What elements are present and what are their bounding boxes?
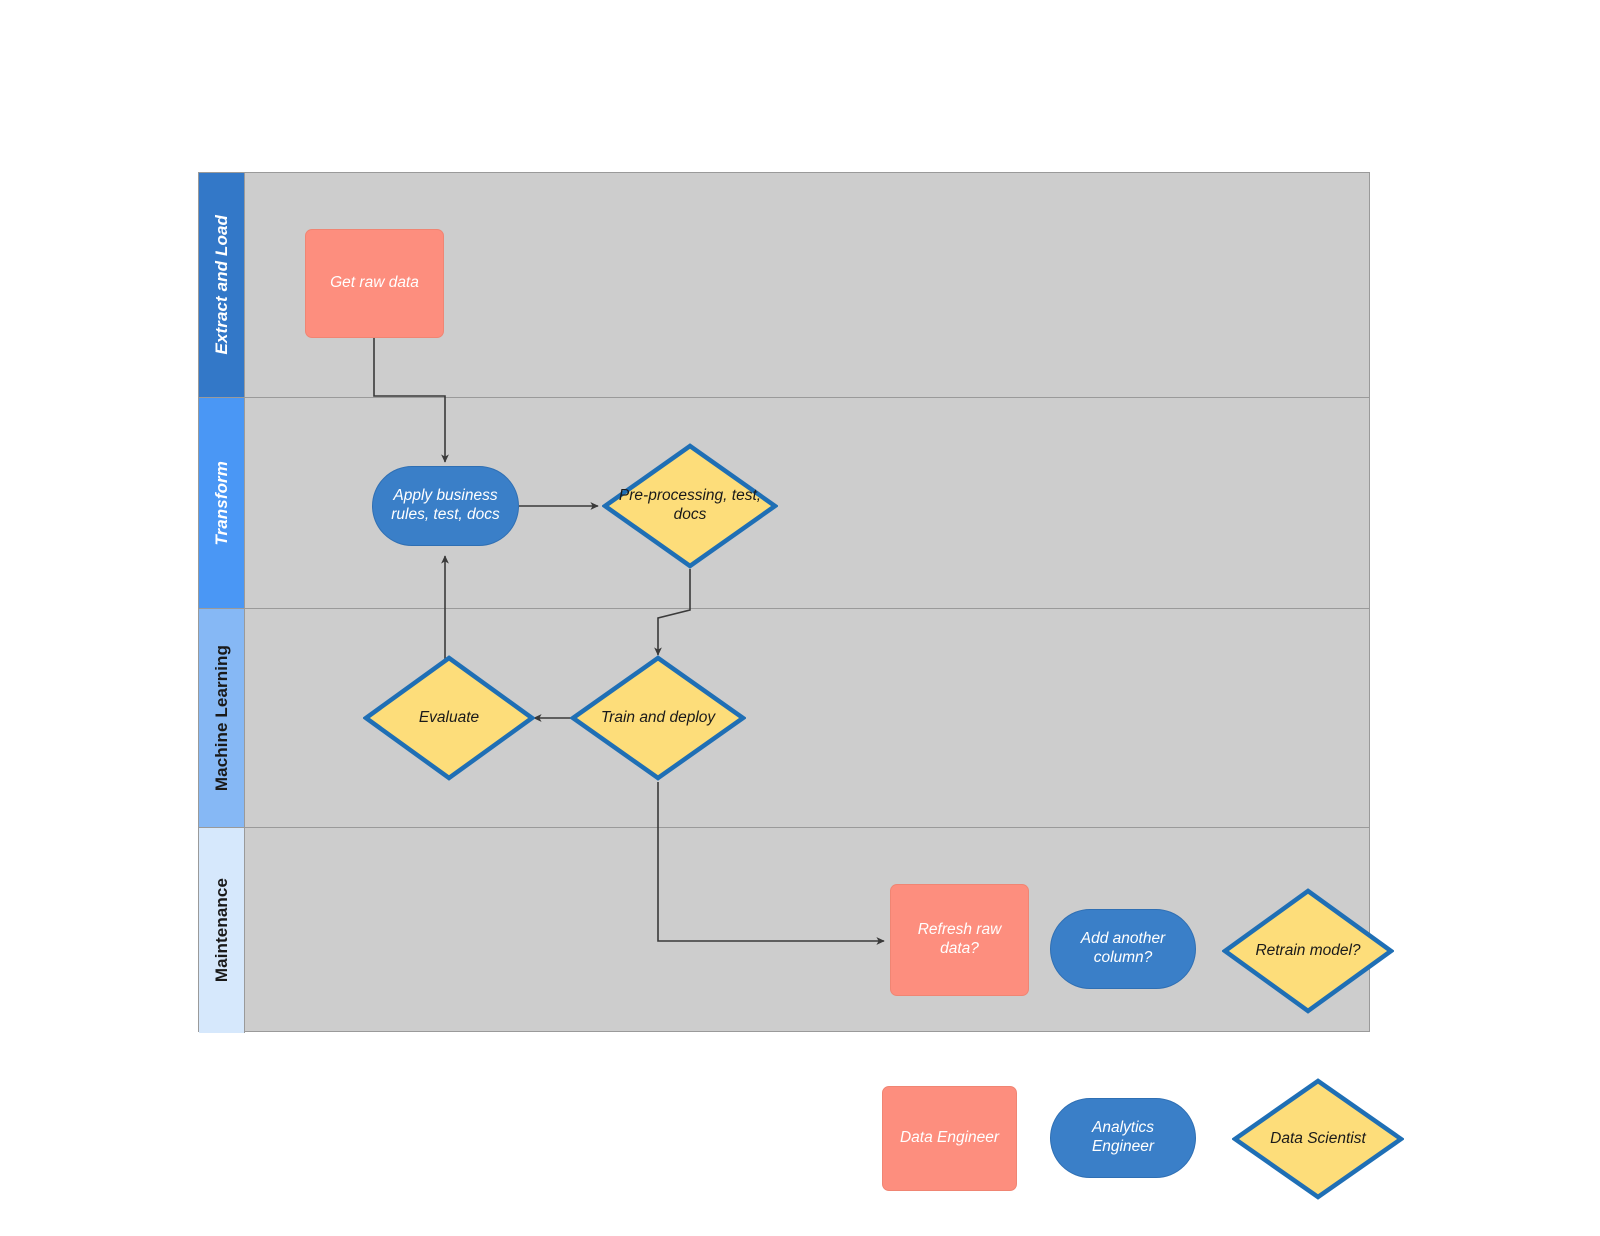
node-label-add-another-column: Add another column? (1080, 930, 1166, 966)
lane-label-extract-and-load: Extract and Load (211, 215, 231, 355)
lane-header-maintenance[interactable]: Maintenance (199, 828, 245, 1033)
lane-header-machine-learning[interactable]: Machine Learning (199, 609, 245, 827)
legend-item-analytics-engineer[interactable]: Analytics Engineer (1050, 1098, 1196, 1178)
decision-diamond-shape (1222, 888, 1394, 1014)
node-train-and-deploy[interactable]: Train and deploy (570, 655, 746, 781)
legend-label-data-scientist: Data Scientist (1270, 1129, 1366, 1147)
decision-diamond-shape (570, 655, 746, 781)
node-refresh-raw-data[interactable]: Refresh raw data? (890, 884, 1029, 996)
decision-diamond-shape (602, 443, 778, 569)
decision-diamond-shape (1232, 1078, 1404, 1200)
lane-header-transform[interactable]: Transform (199, 398, 245, 608)
decision-diamond-shape (363, 655, 535, 781)
legend-item-data-scientist[interactable]: Data Scientist (1232, 1078, 1404, 1200)
node-get-raw-data[interactable]: Get raw data (305, 229, 444, 338)
node-label-retrain-model: Retrain model? (1255, 941, 1361, 959)
node-evaluate[interactable]: Evaluate (363, 655, 535, 781)
lane-label-maintenance: Maintenance (211, 878, 231, 983)
lane-transform: Transform (199, 398, 1369, 609)
node-label-get-raw-data: Get raw data (330, 274, 419, 292)
node-pre-processing[interactable]: Pre-processing, test, docs (602, 443, 778, 569)
lane-label-transform: Transform (211, 460, 231, 546)
node-label-evaluate: Evaluate (418, 708, 480, 726)
legend-item-data-engineer[interactable]: Data Engineer (882, 1086, 1017, 1191)
legend-label-data-engineer: Data Engineer (899, 1129, 1000, 1147)
node-label-pre-processing: Pre-processing, test, docs (618, 487, 762, 523)
node-label-train-and-deploy: Train and deploy (600, 708, 716, 726)
lane-header-extract-and-load[interactable]: Extract and Load (199, 173, 245, 397)
lane-maintenance: Maintenance (199, 828, 1369, 1033)
node-retrain-model[interactable]: Retrain model? (1222, 888, 1394, 1014)
legend-label-analytics-engineer: Analytics Engineer (1091, 1119, 1155, 1155)
lane-label-machine-learning: Machine Learning (211, 644, 231, 792)
node-label-apply-rules: Apply business rules, test, docs (391, 487, 500, 523)
node-apply-rules[interactable]: Apply business rules, test, docs (372, 466, 519, 546)
node-add-another-column[interactable]: Add another column? (1050, 909, 1196, 989)
node-label-refresh-raw-data: Refresh raw data? (917, 921, 1002, 957)
lane-extract-and-load: Extract and Load (199, 173, 1369, 398)
